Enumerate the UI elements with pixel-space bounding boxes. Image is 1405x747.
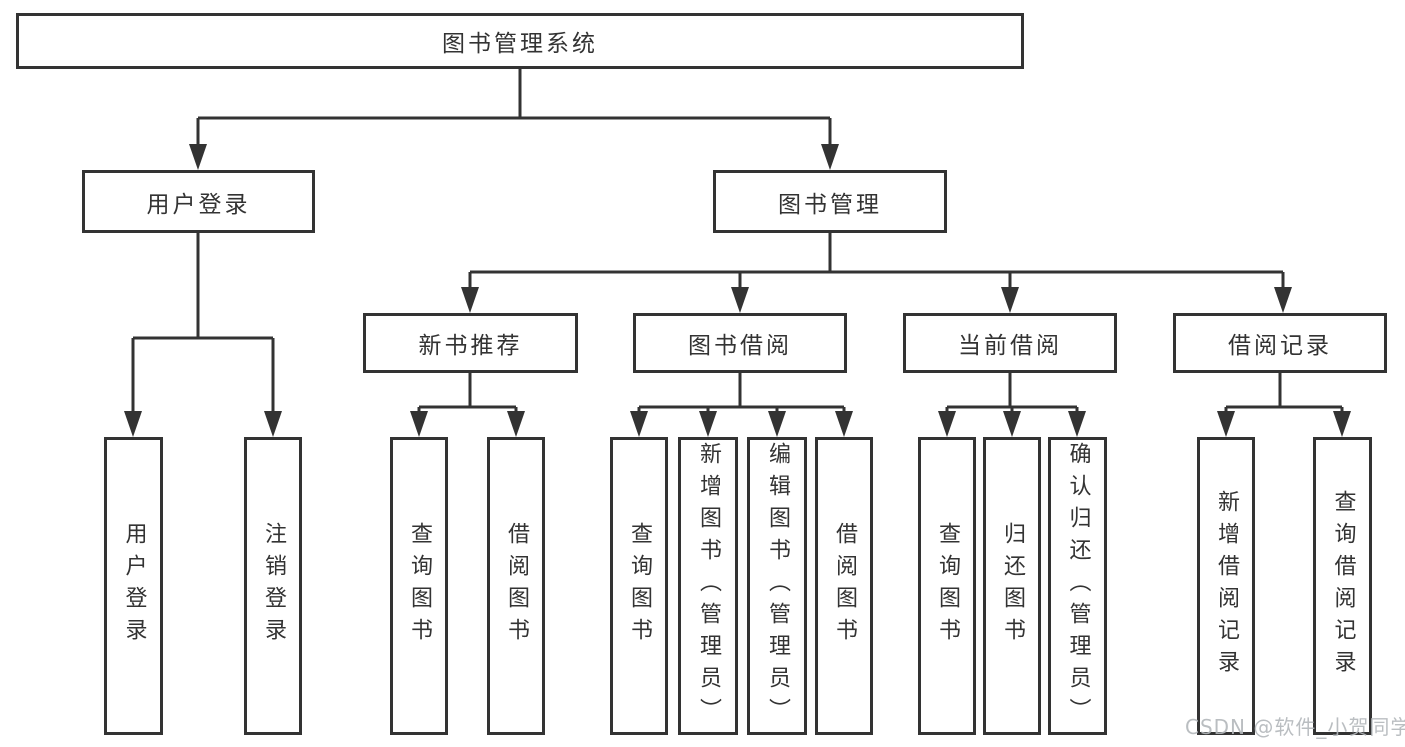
node-label: 用户登录 — [146, 191, 251, 218]
leaf-add-book-admin: 新增图书（管理员） — [678, 437, 738, 735]
leaf-user-login: 用户登录 — [104, 437, 163, 735]
node-borrowing-records: 借阅记录 — [1173, 313, 1387, 373]
node-label: 图书管理 — [778, 191, 882, 218]
leaf-borrow-books-borrowing: 借阅图书 — [815, 437, 873, 735]
node-label: 新书推荐 — [418, 333, 523, 359]
node-label: 借阅记录 — [1228, 333, 1332, 359]
leaf-label: 借阅图书 — [504, 522, 529, 650]
leaf-label: 编辑图书（管理员） — [765, 442, 790, 730]
leaf-logout: 注销登录 — [244, 437, 302, 735]
leaf-return-books: 归还图书 — [983, 437, 1041, 735]
leaf-label: 用户登录 — [121, 522, 147, 650]
leaf-label: 确认归还（管理员） — [1065, 442, 1091, 730]
leaf-query-books-borrowing: 查询图书 — [610, 437, 668, 735]
node-label: 图书借阅 — [688, 333, 792, 359]
node-library-management-system: 图书管理系统 — [16, 13, 1024, 69]
node-book-borrowing: 图书借阅 — [633, 313, 847, 373]
leaf-label: 注销登录 — [261, 522, 286, 650]
leaf-label: 查询借阅记录 — [1330, 490, 1356, 682]
leaf-query-books-current: 查询图书 — [918, 437, 976, 735]
leaf-query-borrow-record: 查询借阅记录 — [1313, 437, 1372, 735]
leaf-label: 借阅图书 — [832, 522, 857, 650]
node-label: 图书管理系统 — [442, 31, 598, 57]
leaf-label: 新增借阅记录 — [1214, 490, 1239, 682]
leaf-borrow-books-recommend: 借阅图书 — [487, 437, 545, 735]
leaf-label: 查询图书 — [407, 522, 432, 650]
node-new-book-recommend: 新书推荐 — [363, 313, 578, 373]
node-book-management: 图书管理 — [713, 170, 947, 233]
arrowheads — [124, 144, 1351, 437]
node-user-login: 用户登录 — [82, 170, 315, 233]
leaf-label: 归还图书 — [1000, 522, 1025, 650]
leaf-query-books-recommend: 查询图书 — [390, 437, 448, 735]
leaf-label: 查询图书 — [627, 522, 652, 650]
leaf-add-borrow-record: 新增借阅记录 — [1197, 437, 1255, 735]
leaf-label: 新增图书（管理员） — [696, 442, 721, 730]
leaf-confirm-return-admin: 确认归还（管理员） — [1048, 437, 1107, 735]
node-label: 当前借阅 — [958, 333, 1062, 359]
leaf-edit-book-admin: 编辑图书（管理员） — [747, 437, 807, 735]
node-current-borrowing: 当前借阅 — [903, 313, 1117, 373]
csdn-watermark: CSDN @软件_小贺同学 — [1185, 715, 1405, 739]
leaf-label: 查询图书 — [935, 522, 960, 650]
